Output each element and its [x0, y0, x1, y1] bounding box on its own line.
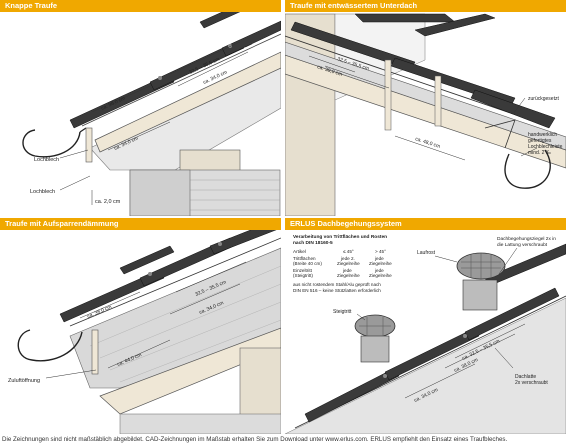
panel-aufsparrendaemmung: 32,5 – 35,5 cm ca. 38,0 cm ca. 34,0 cm c… — [0, 218, 281, 434]
p4-label-dbz-1: Dachbegehungsziegel 2x in — [497, 236, 556, 242]
p4-info-col-artikel: Artikel — [293, 249, 306, 254]
p2-note-3: Lochblechleiste — [528, 144, 563, 150]
p2-note-1: handwerklich — [528, 132, 557, 138]
p4-info-row2-le-b: Ziegelreihe — [337, 273, 360, 278]
panel-title: Traufe mit Aufsparrendämmung — [0, 218, 281, 230]
p1-label-gap: ca. 2,0 cm — [95, 199, 121, 205]
p4-label-steigtritt: Steigtritt — [333, 309, 352, 315]
p4-info-row1-label-a: Trittflächen — [293, 256, 316, 261]
panel-title: ERLUS Dachbegehungssystem — [285, 218, 566, 230]
panel-entwaessertes-unterdach: ca. 38,0 cm 32,5 – 35,5 cm ca. 48,0 cm z… — [285, 0, 566, 216]
p4-info-row2-label-a: Einzeltritt — [293, 268, 313, 273]
p4-info-row1-label-b: (Breite 40 cm) — [293, 261, 322, 266]
p4-info-row2-label-b: (Steigtritt) — [293, 273, 313, 278]
p2-note-4: mind. 2 ‰ — [528, 150, 551, 156]
p4-info-row1-le-a: jede 2. — [340, 256, 355, 261]
p4-info-row2-le-a: jede — [342, 268, 352, 273]
divider-vertical — [282, 0, 284, 434]
p4-info-col-gt45: > 45° — [375, 249, 386, 254]
p2-label-zurueck: zurückgesetzt — [528, 96, 559, 102]
panel-knappe-traufe: Lochblech Lochblech ca. 2,0 cm ca. 38,0 … — [0, 0, 281, 216]
p1-label-lochblech-top: Lochblech — [34, 157, 59, 163]
p4-label-laufrost: Laufrost — [417, 250, 436, 256]
p4-label-dachlatte-1: Dachlatte — [515, 374, 536, 380]
panel-title: Traufe mit entwässertem Unterdach — [285, 0, 566, 12]
entwaessertes-unterdach-drawing: ca. 38,0 cm 32,5 – 35,5 cm ca. 48,0 cm z… — [285, 13, 566, 216]
panel-dachbegehungssystem: Verarbeitung von Trittflächen und Rosten… — [285, 218, 566, 434]
p4-label-dbz-2: die Lattung verschraubt — [497, 242, 548, 248]
p4-info-col-le45: ≤ 45° — [343, 249, 354, 254]
p4-info-row2-gt-a: jede — [374, 268, 384, 273]
panel-title: Knappe Traufe — [0, 0, 281, 12]
p4-info-row1-gt-b: Ziegelreihe — [369, 261, 392, 266]
p4-label-dachlatte-2: 2x verschraubt — [515, 380, 548, 386]
footer-note: Die Zeichnungen sind nicht maßstäblich a… — [2, 436, 508, 443]
dachbegehungssystem-drawing: Verarbeitung von Trittflächen und Rosten… — [285, 234, 566, 434]
p4-info-row1-gt-a: jede — [374, 256, 384, 261]
p4-info-heading-1: Verarbeitung von Trittflächen und Rosten — [293, 234, 387, 240]
p3-label-zuluft: Zuluftöffnung — [8, 378, 40, 384]
p4-info-row1-le-b: Ziegelreihe — [337, 261, 360, 266]
p4-info-row2-gt-b: Ziegelreihe — [369, 273, 392, 278]
knappe-traufe-drawing: Lochblech Lochblech ca. 2,0 cm ca. 38,0 … — [22, 3, 281, 216]
p4-info-heading-2: nach DIN 18160-5 — [293, 240, 333, 246]
p4-info-note-2: DIN EN 516 – keine Stützlatten erforderl… — [293, 288, 381, 293]
p2-note-2: gefertigtes — [528, 138, 552, 144]
p1-label-lochblech-bottom: Lochblech — [30, 189, 55, 195]
aufsparrendaemmung-drawing: 32,5 – 35,5 cm ca. 38,0 cm ca. 34,0 cm c… — [8, 218, 281, 434]
p4-info-note-1: aus nicht rostendem Stahl/Alu geprüft na… — [293, 282, 381, 287]
p2-dim-c: ca. 48,0 cm — [414, 136, 440, 150]
